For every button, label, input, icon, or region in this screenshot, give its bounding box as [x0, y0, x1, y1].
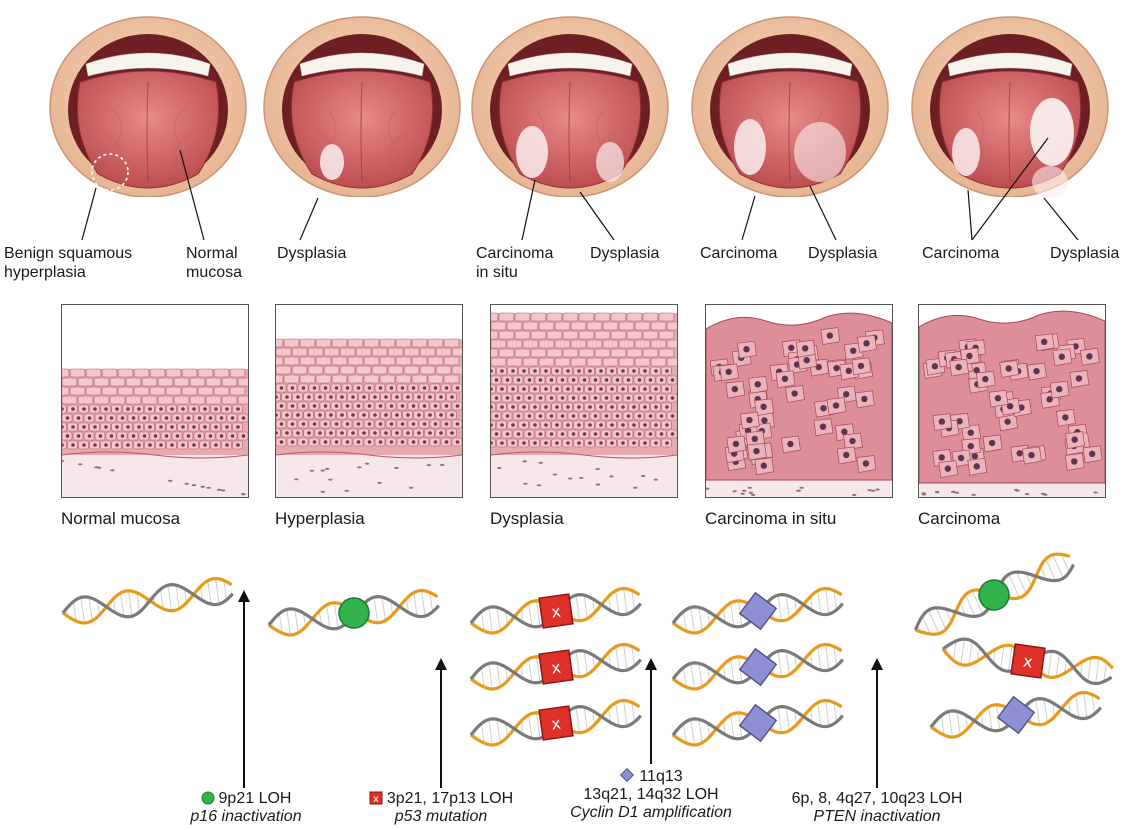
- histology-label-dysplasia: Dysplasia: [490, 509, 564, 529]
- dna-helix-p53-3: x: [470, 698, 642, 748]
- arrow-event-2: [440, 668, 442, 788]
- dna-helix-cyclin-2: [672, 642, 844, 692]
- histology-label-cis: Carcinoma in situ: [705, 509, 836, 529]
- dna-helix-pten-2: x: [942, 636, 1114, 686]
- histology-dysplasia-panel: [490, 304, 678, 498]
- annotation-carcinoma-5: Carcinoma: [922, 244, 999, 263]
- histology-label-normal: Normal mucosa: [61, 509, 180, 529]
- annotation-carcinoma-4: Carcinoma: [700, 244, 777, 263]
- arrow-event-3: [650, 668, 652, 764]
- annotation-dysplasia-5: Dysplasia: [1050, 244, 1119, 263]
- dna-helix-pten-3: [930, 690, 1102, 740]
- histology-carcinoma-panel: [918, 304, 1106, 498]
- dna-helix-normal: [62, 576, 234, 626]
- event-caption-3: 11q13 13q21, 14q32 LOH Cyclin D1 amplifi…: [546, 767, 756, 822]
- svg-text:x: x: [373, 794, 379, 805]
- annotation-dysplasia-2: Dysplasia: [277, 244, 346, 263]
- red-square-icon: x: [369, 791, 383, 805]
- histology-carcinoma-in-situ-panel: [705, 304, 893, 498]
- arrow-event-4: [876, 668, 878, 788]
- green-circle-icon: [201, 791, 215, 805]
- histology-hyperplasia-panel: [275, 304, 463, 498]
- dna-helix-p53-2: x: [470, 642, 642, 692]
- histology-label-carcinoma: Carcinoma: [918, 509, 1000, 529]
- arrow-event-1: [243, 600, 245, 788]
- event-caption-1: 9p21 LOH p16 inactivation: [156, 790, 336, 826]
- dna-helix-cyclin-3: [672, 698, 844, 748]
- dna-helix-p16: [268, 588, 440, 638]
- event-caption-4: 6p, 8, 4q27, 10q23 LOH PTEN inactivation: [772, 790, 982, 826]
- annotation-dysplasia-4: Dysplasia: [808, 244, 877, 263]
- dna-helix-pten-1: [908, 570, 1080, 620]
- annotation-dysplasia-3: Dysplasia: [590, 244, 659, 263]
- histology-label-hyperplasia: Hyperplasia: [275, 509, 365, 529]
- dna-helix-cyclin-1: [672, 586, 844, 636]
- purple-diamond-icon: [619, 767, 635, 783]
- histology-normal-panel: [61, 304, 249, 498]
- dna-helix-p53-1: x: [470, 586, 642, 636]
